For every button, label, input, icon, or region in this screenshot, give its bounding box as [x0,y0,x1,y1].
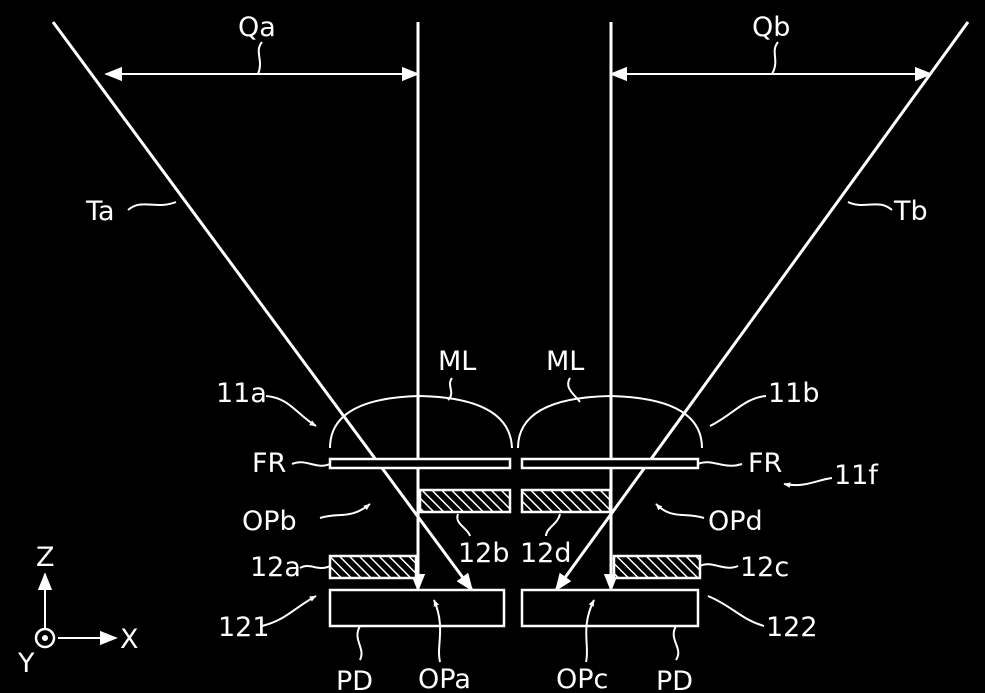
micro-lens-left [329,394,513,449]
label-12c: 12c [740,552,789,583]
micro-lens-right [517,394,703,449]
label-12a: 12a [250,552,301,583]
leader-opc [585,599,595,663]
shield-12c [612,554,702,580]
label-11b: 11b [768,378,820,409]
shield-12b [418,488,512,514]
label-opb: OPb [242,506,297,537]
leader-opb [319,503,371,519]
leader-qa [257,41,263,75]
label-ml-left: ML [438,346,476,377]
label-12d: 12d [520,538,572,569]
leader-fr-right [697,461,743,467]
label-opc: OPc [556,664,608,693]
ray-tb [554,21,970,592]
leader-12a [299,565,331,569]
label-pd-right: PD [656,666,693,693]
leader-12c [699,563,739,569]
leader-122 [707,595,765,627]
leader-ml-left [447,377,453,401]
leader-11f [783,477,833,488]
label-axis-x: X [120,624,139,655]
label-11f: 11f [834,460,879,491]
leader-opd [655,503,705,519]
leader-11a [265,395,317,427]
photodiode-left [328,588,506,628]
leader-12b [456,513,471,537]
label-fr-right: FR [748,448,782,479]
ray-ta [51,21,474,592]
leader-ta [127,201,177,211]
label-122: 122 [766,612,818,643]
label-11a: 11a [216,378,267,409]
label-fr-left: FR [252,448,286,479]
label-121: 121 [218,612,270,643]
leader-121 [261,595,317,627]
label-axis-y: Y [17,648,35,679]
shield-12a [328,554,418,580]
label-qb: Qb [752,12,790,43]
label-qa: Qa [238,12,276,43]
leader-pd-right [672,625,680,661]
leader-qb [771,41,779,75]
label-ml-right: ML [546,346,584,377]
leader-opa [433,599,442,663]
leader-12d [545,513,561,537]
label-opd: OPd [708,506,763,537]
leader-fr-left [291,461,331,467]
label-axis-z: Z [36,542,55,573]
photodiode-right [520,588,700,628]
axis-y-symbol-dot [42,635,48,641]
leader-ml-right [567,377,581,403]
filter-fr-left [328,457,512,470]
leader-11b [709,395,767,427]
leader-tb [847,201,893,211]
filter-fr-right [520,457,700,470]
leader-pd-left [356,625,363,661]
label-tb: Tb [893,196,928,227]
label-opa: OPa [418,664,471,693]
shield-12d [520,488,612,514]
label-ta: Ta [85,196,115,227]
label-12b: 12b [458,538,510,569]
label-pd-left: PD [336,666,373,693]
